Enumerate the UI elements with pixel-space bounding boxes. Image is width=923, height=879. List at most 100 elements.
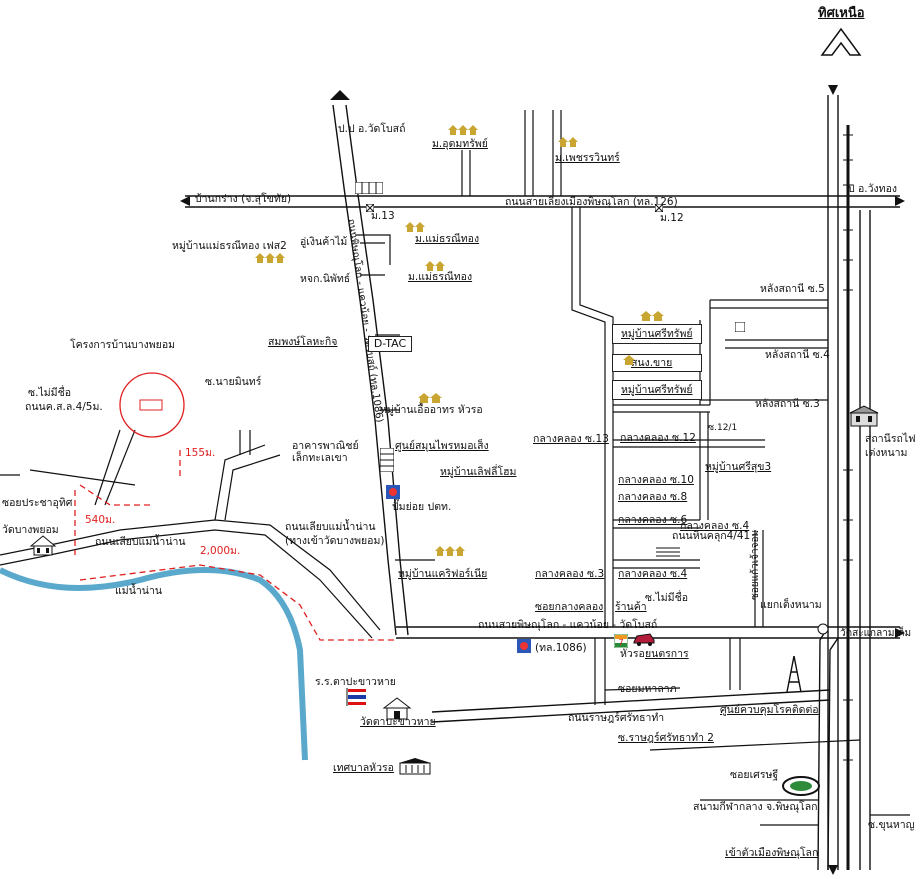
label-ptt: ปั๊มย่อย ปตท. xyxy=(392,501,452,513)
house-cluster-icon xyxy=(405,222,425,232)
label-wang-thong: ป อ.วังทอง xyxy=(848,183,898,195)
label-ran-kha: ร้านค้า xyxy=(615,601,647,613)
label-klang-khlong-4b: กลางคลอง ซ.4 xyxy=(618,568,688,580)
seven-eleven-icon: 7 xyxy=(614,634,628,648)
building-icon xyxy=(656,547,680,561)
label-klang-khlong-3: กลางคลอง ซ.3 xyxy=(535,568,605,580)
label-moo-13: ม.13 xyxy=(371,210,395,222)
flag-icon xyxy=(346,688,366,706)
label-to-jet-lam: วัดสะแกลามเค็ม xyxy=(840,628,912,639)
label-arcade: อาคารพาณิชย์ เล็กทะเลเขา xyxy=(292,440,359,464)
label-village-california: หมู่บ้านแคริฟอร์เนีย xyxy=(398,568,488,580)
label-moo-12: ม.12 xyxy=(660,212,684,224)
label-bypass-126: ถนนสายเลี่ยงเมืองพิษณุโลก (ทล.126) xyxy=(505,196,678,208)
label-klang-khlong-8: กลางคลอง ซ.8 xyxy=(618,491,688,503)
label-dist-155: 155ม. xyxy=(185,447,216,459)
label-lang-sathani-5: หลังสถานี ซ.5 xyxy=(760,283,825,295)
label-hua-ro: หัวรอ xyxy=(620,648,645,660)
label-village-sri-suk: หมู่บ้านศรีสุข3 xyxy=(705,461,772,473)
label-klang-khlong-6: กลางคลอง ซ.6 xyxy=(618,514,688,526)
label-soi-mahalap: ซอยมหาลาภ xyxy=(618,683,677,695)
label-herb-center: ศูนย์สมุนไพรหมอเส็ง xyxy=(395,440,489,452)
label-soi-mai-mi-chue2: ซ.ไม่มีชื่อ xyxy=(645,592,689,604)
house-cluster-icon xyxy=(640,311,664,321)
label-sompong: สมพงษ์โลหะกิจ xyxy=(268,336,338,348)
house-cluster-icon xyxy=(425,261,445,271)
label-yon-tara-kan: ยนตรการ xyxy=(645,648,689,660)
label-th-sl: ถนนค.ส.ล.4/5ม. xyxy=(25,401,103,413)
label-ban-krang: บ้านกร่าง (จ.สุโขทัย) xyxy=(195,193,292,205)
label-mae-tharani-phase2: หมู่บ้านแม่ธรณีทอง เฟส2 xyxy=(172,240,287,252)
building-icon xyxy=(355,182,383,194)
road-bypass-126 xyxy=(185,195,900,208)
temple-icon xyxy=(29,535,57,556)
svg-text:7: 7 xyxy=(618,638,623,647)
station-icon xyxy=(849,405,879,427)
building-icon xyxy=(380,448,394,472)
school-icon xyxy=(399,758,431,775)
label-klang-khlong-12-1: ซ.12/1 xyxy=(708,423,738,433)
label-lang-sathani-4: หลังสถานี ซ.4 xyxy=(765,349,830,361)
label-wat-bang-phayom: วัดบางพยอม xyxy=(2,524,59,536)
village-sri-sap-box-2: หมู่บ้านศรีทรัพย์ xyxy=(612,380,702,400)
label-soi-nai-min: ซ.นายมินทร์ xyxy=(205,376,262,388)
ptt-icon xyxy=(386,485,400,499)
label-m-phet-sarin: ม.เพชรรวินทร์ xyxy=(555,152,620,164)
compass-label: ทิศเหนือ xyxy=(818,6,865,21)
label-village-sri-sap-1: หมู่บ้านศรีทรัพย์ xyxy=(621,328,693,340)
label-mae-nam-nan: แม่น้ำน่าน xyxy=(115,585,163,597)
label-station: สถานีรถไฟ เด่งหนาม xyxy=(865,433,916,459)
label-sanong-chai: สนง.ขาย xyxy=(631,357,673,369)
sanong-chai-box: สนง.ขาย xyxy=(612,354,702,372)
label-soi-setthi: ซอยเศรษฐี xyxy=(730,769,779,781)
label-main-1086-tag: (ทล.1086) xyxy=(535,642,587,654)
label-soi-yak-klang-khlong: ซอยกลางคลอง xyxy=(535,601,604,613)
house-cluster-icon xyxy=(448,125,478,135)
label-bang-phayom-project: โครงการบ้านบางพยอม xyxy=(70,339,176,351)
label-soi-mai-mi-chue: ซ.ไม่มีชื่อ xyxy=(28,387,72,399)
label-main-1086: ถนนสายพิษณุโลก - แควน้อย - วัดโบสถ์ xyxy=(478,619,658,631)
road-1086-vertical xyxy=(332,104,409,636)
house-cluster-icon xyxy=(435,546,465,556)
river-nan xyxy=(0,567,308,761)
ptt-icon xyxy=(517,639,531,653)
label-wat-tapa: วัดตาปะขาวหาย xyxy=(360,716,436,728)
building-icon xyxy=(735,322,745,332)
road-ratsadon xyxy=(431,626,839,871)
label-lang-sathani-3: หลังสถานี ซ.3 xyxy=(755,398,820,410)
tower-icon xyxy=(786,656,802,692)
project-circle xyxy=(119,372,185,438)
label-thetsaban: เทศบาลหัวรอ xyxy=(333,762,394,774)
label-u-ngern: อู่เงินค้าไม้ xyxy=(300,236,348,248)
house-cluster-icon xyxy=(255,253,285,263)
label-soi-hin-khlukh: ถนนหินคลุก4/41 xyxy=(672,530,751,542)
temple-icon xyxy=(382,697,412,720)
label-klang-khlong-10: กลางคลอง ซ.10 xyxy=(618,474,694,486)
project-plot xyxy=(139,399,163,411)
label-m-mae-tharani-1: ม.แม่ธรณีทอง xyxy=(415,233,480,245)
label-into-city: เข้าตัวเมืองพิษณุโลก xyxy=(725,847,819,859)
label-dist-540: 540ม. xyxy=(85,514,116,526)
label-river-bypass-right: ถนนเลียบแม่น้ำน่าน xyxy=(285,521,376,533)
label-river-bypass-sub: (ทางเข้าวัดบางพยอม) xyxy=(285,535,385,547)
car-icon xyxy=(633,633,655,646)
label-yaek-teng-nam: แยกเต็งหนาม xyxy=(760,599,822,611)
label-village-sri-sap-2: หมู่บ้านศรีทรัพย์ xyxy=(621,384,693,396)
label-klang-khlong-12: กลางคลอง ซ.12 xyxy=(620,432,696,444)
dtac-box: D-TAC xyxy=(368,336,412,352)
label-stadium: สนามกีฬากลาง จ.พิษณุโลก xyxy=(693,801,818,813)
label-hjk-nipat: หจก.นิพัทธ์ xyxy=(300,273,351,285)
railway xyxy=(843,125,853,870)
label-kaeo-jao-jom: ซอยแก้วเจ้าจอม xyxy=(750,529,761,600)
roundabout-icon xyxy=(817,623,829,635)
stadium-icon xyxy=(782,776,820,796)
label-village-uea-athorn: หมู่บ้านเอื้ออาทร หัวรอ xyxy=(380,404,483,416)
label-ratsadon: ถนนราษฎร์ศรัทธาทำ xyxy=(568,712,665,724)
label-klang-khlong-4a: กลางคลอง ซ.4 xyxy=(680,520,750,532)
house-cluster-icon xyxy=(418,393,442,403)
label-post-wat-bot: ป.ป อ.วัดโบสถ์ xyxy=(338,123,406,135)
label-ratsadon-soi2: ซ.ราษฎร์ศรัทธาทำ 2 xyxy=(618,732,714,744)
house-icon xyxy=(623,355,635,365)
label-m-mae-tharani-2: ม.แม่ธรณีทอง xyxy=(408,271,473,283)
